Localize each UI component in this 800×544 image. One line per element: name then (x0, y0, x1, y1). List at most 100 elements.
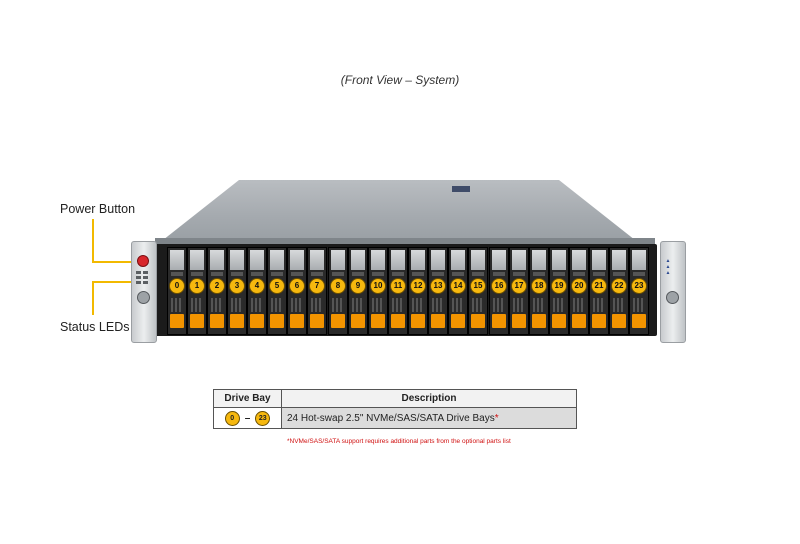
drive-tray-vent (533, 272, 545, 276)
drive-bay[interactable]: 1 (187, 247, 207, 335)
header-drive-bay: Drive Bay (213, 389, 282, 408)
drive-tray-latch[interactable] (190, 314, 204, 328)
drive-tray-latch[interactable] (471, 314, 485, 328)
drive-bay[interactable]: 21 (589, 247, 609, 335)
status-led (143, 276, 148, 279)
drive-bay[interactable]: 10 (368, 247, 388, 335)
drive-bay[interactable]: 15 (468, 247, 488, 335)
drive-tray-vent (493, 272, 505, 276)
drive-bay[interactable]: 8 (328, 247, 348, 335)
drive-tray-latch[interactable] (170, 314, 184, 328)
drive-tray-vent (432, 272, 444, 276)
drive-tray-latch[interactable] (250, 314, 264, 328)
drive-tray-latch[interactable] (351, 314, 365, 328)
drive-tray-grille (171, 298, 183, 312)
drive-tray-vent (392, 272, 404, 276)
drive-bay-number: 4 (249, 278, 265, 294)
drive-tray-latch[interactable] (290, 314, 304, 328)
drive-tray-latch[interactable] (532, 314, 546, 328)
drive-tray-latch[interactable] (391, 314, 405, 328)
drive-tray-vent (553, 272, 565, 276)
drive-bay[interactable]: 18 (529, 247, 549, 335)
drive-bay-number: 18 (531, 278, 547, 294)
bay-range-dash: – (244, 412, 251, 424)
status-led (136, 281, 141, 284)
drive-bay-number: 10 (370, 278, 386, 294)
drive-tray-vent (513, 272, 525, 276)
drive-bay[interactable]: 17 (509, 247, 529, 335)
drive-bay[interactable]: 11 (388, 247, 408, 335)
bay-range-cell: 0–23 (213, 407, 282, 429)
drive-tray-grille (513, 298, 525, 312)
drive-tray-grille (412, 298, 424, 312)
drive-bay[interactable]: 12 (408, 247, 428, 335)
drive-tray-handle (230, 250, 244, 270)
drive-bay-number: 12 (410, 278, 426, 294)
drive-bay[interactable]: 7 (307, 247, 327, 335)
drive-tray-handle (290, 250, 304, 270)
drive-tray-handle (411, 250, 425, 270)
power-button[interactable] (137, 255, 149, 267)
drive-tray-latch[interactable] (612, 314, 626, 328)
drive-tray-latch[interactable] (371, 314, 385, 328)
power-callout-line-horizontal (92, 261, 134, 263)
drive-bay[interactable]: 2 (207, 247, 227, 335)
drive-tray-grille (392, 298, 404, 312)
drive-bay[interactable]: 22 (609, 247, 629, 335)
drive-tray-vent (372, 272, 384, 276)
drive-bay[interactable]: 20 (569, 247, 589, 335)
drive-bay-number: 9 (350, 278, 366, 294)
drive-tray-latch[interactable] (331, 314, 345, 328)
drive-tray-vent (251, 272, 263, 276)
drive-tray-latch[interactable] (270, 314, 284, 328)
drive-tray-handle (471, 250, 485, 270)
drive-tray-latch[interactable] (431, 314, 445, 328)
drive-tray-latch[interactable] (411, 314, 425, 328)
drive-tray-latch[interactable] (572, 314, 586, 328)
drive-bay[interactable]: 3 (227, 247, 247, 335)
drive-tray-latch[interactable] (310, 314, 324, 328)
drive-tray-grille (191, 298, 203, 312)
drive-bay[interactable]: 14 (448, 247, 468, 335)
drive-tray-handle (371, 250, 385, 270)
bay-range-end-badge: 23 (255, 410, 271, 426)
power-callout-line-vertical (92, 219, 94, 263)
drive-tray-grille (271, 298, 283, 312)
drive-tray-handle (391, 250, 405, 270)
drive-bay[interactable]: 0 (167, 247, 187, 335)
drive-tray-vent (412, 272, 424, 276)
drive-bay[interactable]: 13 (428, 247, 448, 335)
description-cell: 24 Hot-swap 2.5" NVMe/SAS/SATA Drive Bay… (281, 407, 577, 429)
drive-tray-handle (270, 250, 284, 270)
drive-tray-latch[interactable] (632, 314, 646, 328)
drive-tray-latch[interactable] (451, 314, 465, 328)
left-thumbscrew (137, 291, 150, 304)
drive-tray-latch[interactable] (512, 314, 526, 328)
drive-tray-vent (311, 272, 323, 276)
drive-tray-grille (493, 298, 505, 312)
drive-tray-grille (352, 298, 364, 312)
drive-bay[interactable]: 4 (247, 247, 267, 335)
drive-tray-vent (191, 272, 203, 276)
led-callout-line-horizontal (92, 281, 134, 283)
drive-bay[interactable]: 9 (348, 247, 368, 335)
drive-tray-latch[interactable] (492, 314, 506, 328)
drive-tray-latch[interactable] (210, 314, 224, 328)
drive-tray-handle (532, 250, 546, 270)
drive-tray-vent (211, 272, 223, 276)
drive-bay-number: 5 (269, 278, 285, 294)
bay-range-start-badge: 0 (224, 410, 240, 426)
drive-bay-number: 19 (551, 278, 567, 294)
drive-tray-grille (332, 298, 344, 312)
drive-bay[interactable]: 6 (287, 247, 307, 335)
drive-tray-handle (592, 250, 606, 270)
drive-tray-vent (472, 272, 484, 276)
drive-tray-latch[interactable] (552, 314, 566, 328)
drive-bay[interactable]: 16 (489, 247, 509, 335)
drive-tray-latch[interactable] (230, 314, 244, 328)
drive-tray-latch[interactable] (592, 314, 606, 328)
drive-bay[interactable]: 19 (549, 247, 569, 335)
drive-bay[interactable]: 5 (267, 247, 287, 335)
drive-bay-number: 21 (591, 278, 607, 294)
drive-bay[interactable]: 23 (629, 247, 649, 335)
